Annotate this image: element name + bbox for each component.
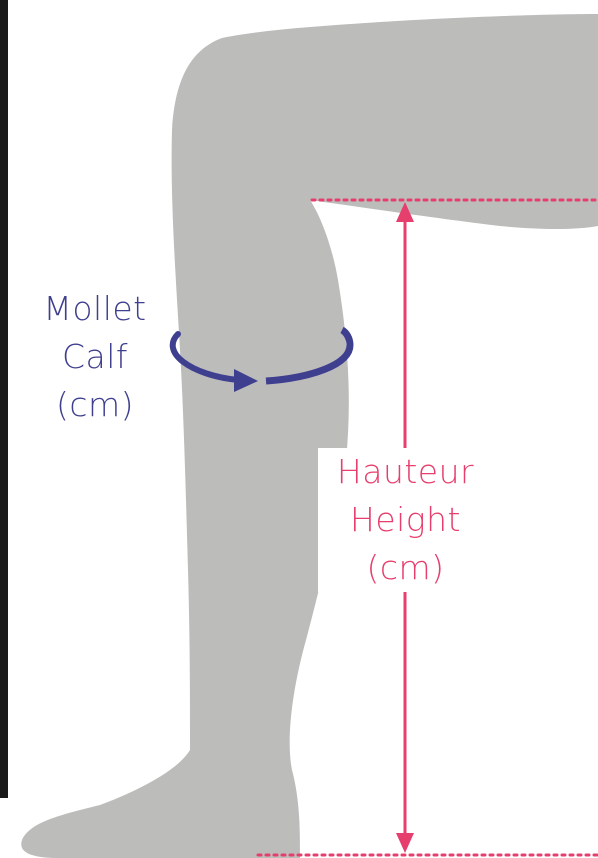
calf-label-fr: Mollet bbox=[20, 285, 170, 333]
leg-silhouette bbox=[21, 14, 598, 858]
calf-label-en: Calf bbox=[20, 333, 170, 381]
calf-label: Mollet Calf (cm) bbox=[20, 285, 170, 429]
height-label-unit: (cm) bbox=[318, 544, 493, 592]
height-label: Hauteur Height (cm) bbox=[318, 448, 493, 592]
height-label-fr: Hauteur bbox=[318, 448, 493, 496]
calf-label-unit: (cm) bbox=[20, 381, 170, 429]
height-label-en: Height bbox=[318, 496, 493, 544]
